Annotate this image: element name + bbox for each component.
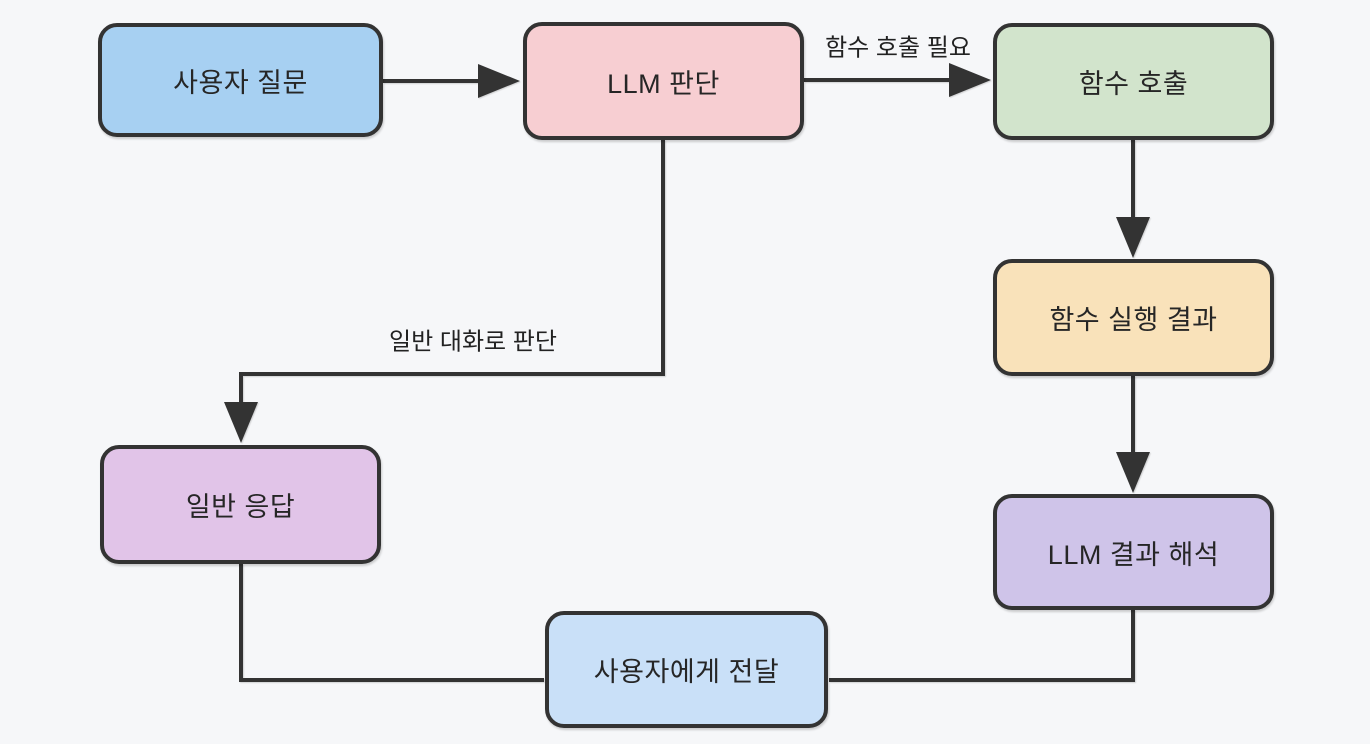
edge-llm-judgment-to-function-call <box>804 63 991 97</box>
edge-label-general-conversation: 일반 대화로 판단 <box>389 328 557 356</box>
arrowhead-icon <box>1116 217 1150 258</box>
node-deliver-to-user: 사용자에게 전달 <box>545 611 828 728</box>
edge-user-question-to-llm-judgment <box>383 64 520 98</box>
node-llm-judgment: LLM 판단 <box>523 22 804 140</box>
edge-label-function-call-needed: 함수 호출 필요 <box>825 34 971 62</box>
node-llm-result-interpretation: LLM 결과 해석 <box>993 494 1274 610</box>
arrowhead-icon <box>224 402 258 443</box>
edge-general-response-to-deliver-to-user <box>239 564 544 682</box>
edge-llm-result-interpretation-to-deliver-to-user <box>829 610 1135 682</box>
arrowhead-icon <box>1116 452 1150 493</box>
edge-function-exec-result-to-llm-result-interpretation <box>1116 376 1150 493</box>
node-general-response: 일반 응답 <box>100 445 381 564</box>
edge-function-call-to-function-exec-result <box>1116 140 1150 258</box>
edge-llm-judgment-to-general-response <box>224 140 665 443</box>
node-function-call: 함수 호출 <box>993 23 1274 140</box>
arrowhead-icon <box>949 63 991 97</box>
arrowhead-icon <box>478 64 520 98</box>
node-user-question: 사용자 질문 <box>98 23 383 137</box>
node-function-exec-result: 함수 실행 결과 <box>993 259 1274 376</box>
